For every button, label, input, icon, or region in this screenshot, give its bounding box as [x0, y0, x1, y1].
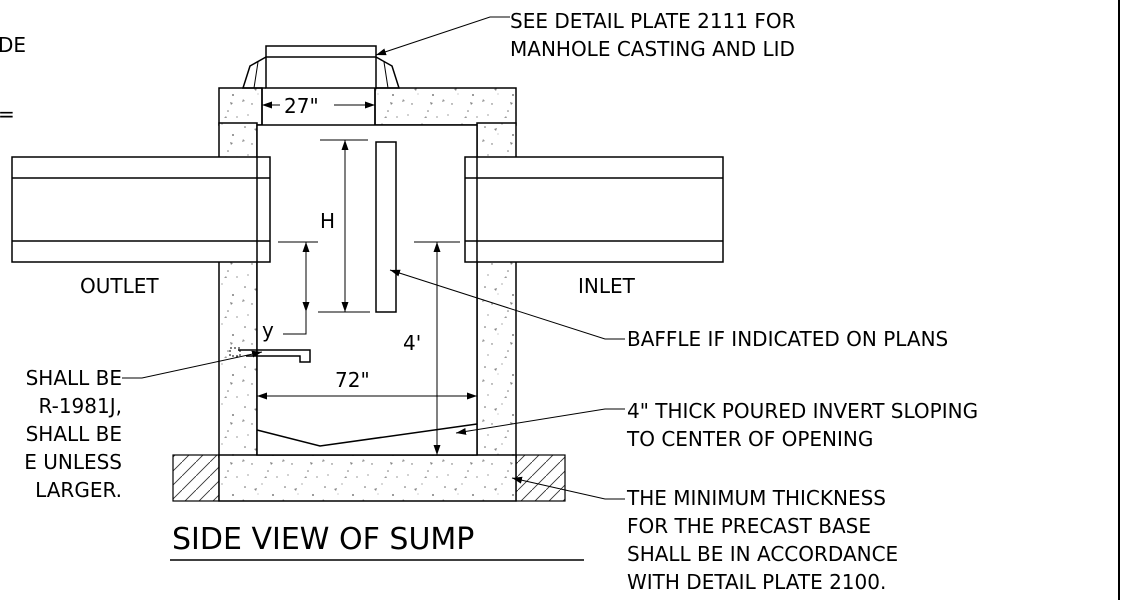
- top-slab-right: [374, 87, 517, 126]
- note-casting-line1: SEE DETAIL PLATE 2111 FOR: [510, 9, 796, 33]
- top-slab-left: [218, 87, 263, 126]
- dimension-27in-label: 27": [284, 94, 319, 118]
- dimension-y-label: y: [262, 318, 274, 342]
- dimension-h: [318, 139, 370, 313]
- note-left-line2: R-1981J,: [39, 394, 122, 418]
- note-base-line4: WITH DETAIL PLATE 2100.: [627, 570, 886, 594]
- note-left-line1: SHALL BE: [26, 366, 122, 390]
- dimension-y: [283, 242, 310, 335]
- leader-baffle: [389, 269, 625, 340]
- leader-base: [511, 476, 625, 500]
- leader-step: [122, 350, 263, 379]
- inlet-pipe: [464, 156, 724, 263]
- precast-base: [218, 454, 517, 502]
- note-left-line5: LARGER.: [35, 478, 122, 502]
- manhole-step: [229, 347, 311, 363]
- dimension-h-label: H: [320, 209, 335, 233]
- note-base-line1: THE MINIMUM THICKNESS: [626, 486, 886, 510]
- note-base-line2: FOR THE PRECAST BASE: [627, 514, 871, 538]
- leader-casting: [375, 16, 510, 56]
- baffle: [375, 141, 397, 313]
- poured-invert: [256, 423, 478, 447]
- inlet-label: INLET: [578, 274, 636, 298]
- note-left-line3: SHALL BE: [26, 422, 122, 446]
- note-baffle: BAFFLE IF INDICATED ON PLANS: [627, 327, 948, 351]
- manhole-casting: [241, 45, 401, 89]
- outlet-pipe: [11, 156, 271, 263]
- dimension-72in-label: 72": [335, 368, 370, 392]
- note-base-line3: SHALL BE IN ACCORDANCE: [627, 542, 898, 566]
- outlet-label: OUTLET: [80, 274, 159, 298]
- leader-invert: [455, 408, 625, 435]
- top-left-fragment-1: DE: [0, 33, 26, 57]
- note-left-line4: E UNLESS: [24, 450, 122, 474]
- note-invert-line1: 4" THICK POURED INVERT SLOPING: [627, 399, 978, 423]
- sump-chamber: [256, 124, 478, 456]
- drawing-title: SIDE VIEW OF SUMP: [172, 522, 474, 557]
- note-invert-line2: TO CENTER OF OPENING: [626, 427, 873, 451]
- note-casting-line2: MANHOLE CASTING AND LID: [510, 37, 795, 61]
- base-hatch-left: [172, 454, 220, 502]
- top-left-fragment-2: =: [0, 102, 15, 126]
- base-hatch-right: [515, 454, 566, 502]
- dimension-4ft-label: 4': [403, 331, 421, 355]
